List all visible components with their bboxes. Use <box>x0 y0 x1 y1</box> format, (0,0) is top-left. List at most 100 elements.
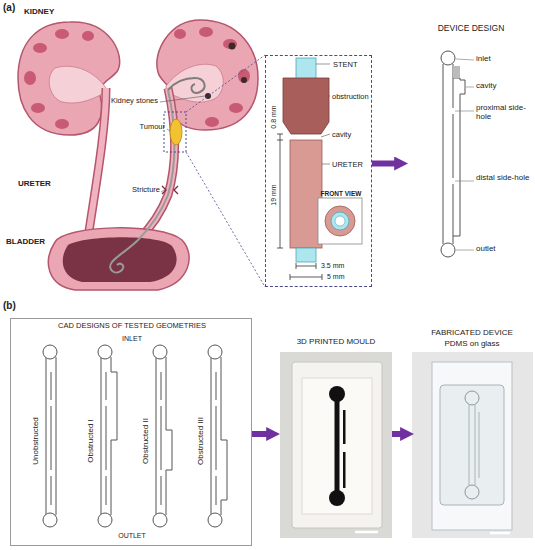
dimension-line <box>277 134 322 280</box>
ureter-cross-section <box>325 206 355 236</box>
calyx <box>31 103 45 113</box>
device-port <box>465 485 479 499</box>
panel-heading: CAD DESIGNS OF TESTED GEOMETRIES <box>58 322 206 330</box>
device-design: DEVICE DESIGN inlet cavity proximal side-ho… <box>408 20 535 272</box>
dimension-label: 0.8 mm <box>270 105 278 128</box>
mould-channel <box>343 452 346 488</box>
calyx <box>229 103 243 113</box>
leader-line <box>455 59 474 250</box>
part-label: URETER <box>332 161 363 169</box>
cad-panel: CAD DESIGNS OF TESTED GEOMETRIESINLETUno… <box>10 318 252 546</box>
mould-well <box>302 378 372 514</box>
callout-label: Stricture <box>132 186 160 194</box>
bladder-outline <box>48 228 189 290</box>
renal-pelvis <box>166 64 223 102</box>
kidney-stone <box>241 77 247 83</box>
inset-heading: FRONT VIEW <box>321 190 362 197</box>
geometry-label: Obstructed III <box>197 417 206 465</box>
device-channel <box>469 405 479 485</box>
stent-line <box>110 90 174 272</box>
stent-section <box>296 248 316 262</box>
zoom-box: STENTobstructioncavityURETER0.8 mm19 mm3… <box>265 55 372 287</box>
panel-heading: DEVICE DESIGN <box>438 24 505 33</box>
inlet-port <box>441 51 455 65</box>
obstruction-block <box>453 66 460 78</box>
zoom-region <box>164 112 186 152</box>
glass-slide <box>432 362 512 530</box>
calyx <box>33 43 47 53</box>
part-label: outlet <box>476 245 496 254</box>
part-label: inlet <box>476 55 491 64</box>
scale-bar <box>490 532 510 535</box>
organ-label: KIDNEY <box>24 8 54 17</box>
inlet-port <box>208 345 222 359</box>
channel-wall <box>156 357 172 515</box>
calyx <box>205 117 219 127</box>
part-label: proximal side-hole <box>476 104 534 122</box>
leader-line <box>160 96 205 192</box>
mould-channel <box>343 410 346 444</box>
inlet-port <box>43 345 57 359</box>
outlet-port <box>208 513 222 527</box>
outlet-port <box>43 513 57 527</box>
pdms-block <box>440 385 504 505</box>
channel-wall <box>101 357 117 515</box>
scale-bar <box>355 531 378 534</box>
stricture-mark <box>162 186 178 194</box>
ureter-lumen <box>88 88 106 238</box>
channel-wall <box>443 64 465 244</box>
mould-channel <box>335 394 340 498</box>
channel-wall <box>46 357 56 515</box>
calyx <box>174 29 186 39</box>
outlet-port <box>441 243 455 257</box>
panel-heading: 3D PRINTED MOULD <box>297 338 376 347</box>
ureter-section <box>290 140 322 248</box>
stent-lumen <box>335 216 345 226</box>
renal-pelvis <box>49 66 106 103</box>
calyx <box>24 71 36 85</box>
mould-body <box>292 362 382 528</box>
part-label: cavity <box>332 131 351 139</box>
stent-curl <box>168 78 205 93</box>
port-label: INLET <box>122 335 142 343</box>
inlet-port <box>153 345 167 359</box>
bladder-interior <box>63 237 177 282</box>
inlet-port <box>98 345 112 359</box>
panel-subheading: PDMS on glass <box>444 340 499 349</box>
stent-cross-section <box>331 212 349 230</box>
part-label: obstruction <box>332 93 369 101</box>
organ-label: URETER <box>18 180 51 189</box>
calyx <box>55 119 69 129</box>
flow-arrow <box>372 161 397 167</box>
part-label: cavity <box>476 82 496 91</box>
callout-label: Tumour <box>139 123 165 131</box>
panel-heading: FABRICATED DEVICE <box>431 329 513 338</box>
calyx <box>238 69 250 83</box>
part-label: distal side-hole <box>476 174 534 183</box>
dimension-label: 5 mm <box>327 273 345 281</box>
geometry-label: Obstructed I <box>87 419 96 463</box>
leader-line <box>316 64 330 164</box>
organ-label: BLADDER <box>6 238 45 247</box>
tumour-mass <box>170 119 182 145</box>
device-photo: FABRICATED DEVICE PDMS on glass <box>412 330 533 538</box>
ureter-wall <box>88 88 106 238</box>
cad-geometry <box>43 345 227 527</box>
zoom-guide <box>186 55 265 287</box>
part-label: STENT <box>333 61 358 69</box>
panel-letter: (b) <box>3 300 16 311</box>
flow-arrow <box>392 431 403 437</box>
calyx <box>55 29 69 39</box>
photo-background <box>412 352 533 538</box>
calyx <box>223 39 237 49</box>
outlet-port <box>153 513 167 527</box>
device-port <box>465 391 479 405</box>
panel-letter: (a) <box>3 2 15 13</box>
mould-photo: 3D PRINTED MOULD <box>280 330 392 538</box>
dimension-label: 19 mm <box>270 184 278 205</box>
calyx <box>199 27 213 37</box>
